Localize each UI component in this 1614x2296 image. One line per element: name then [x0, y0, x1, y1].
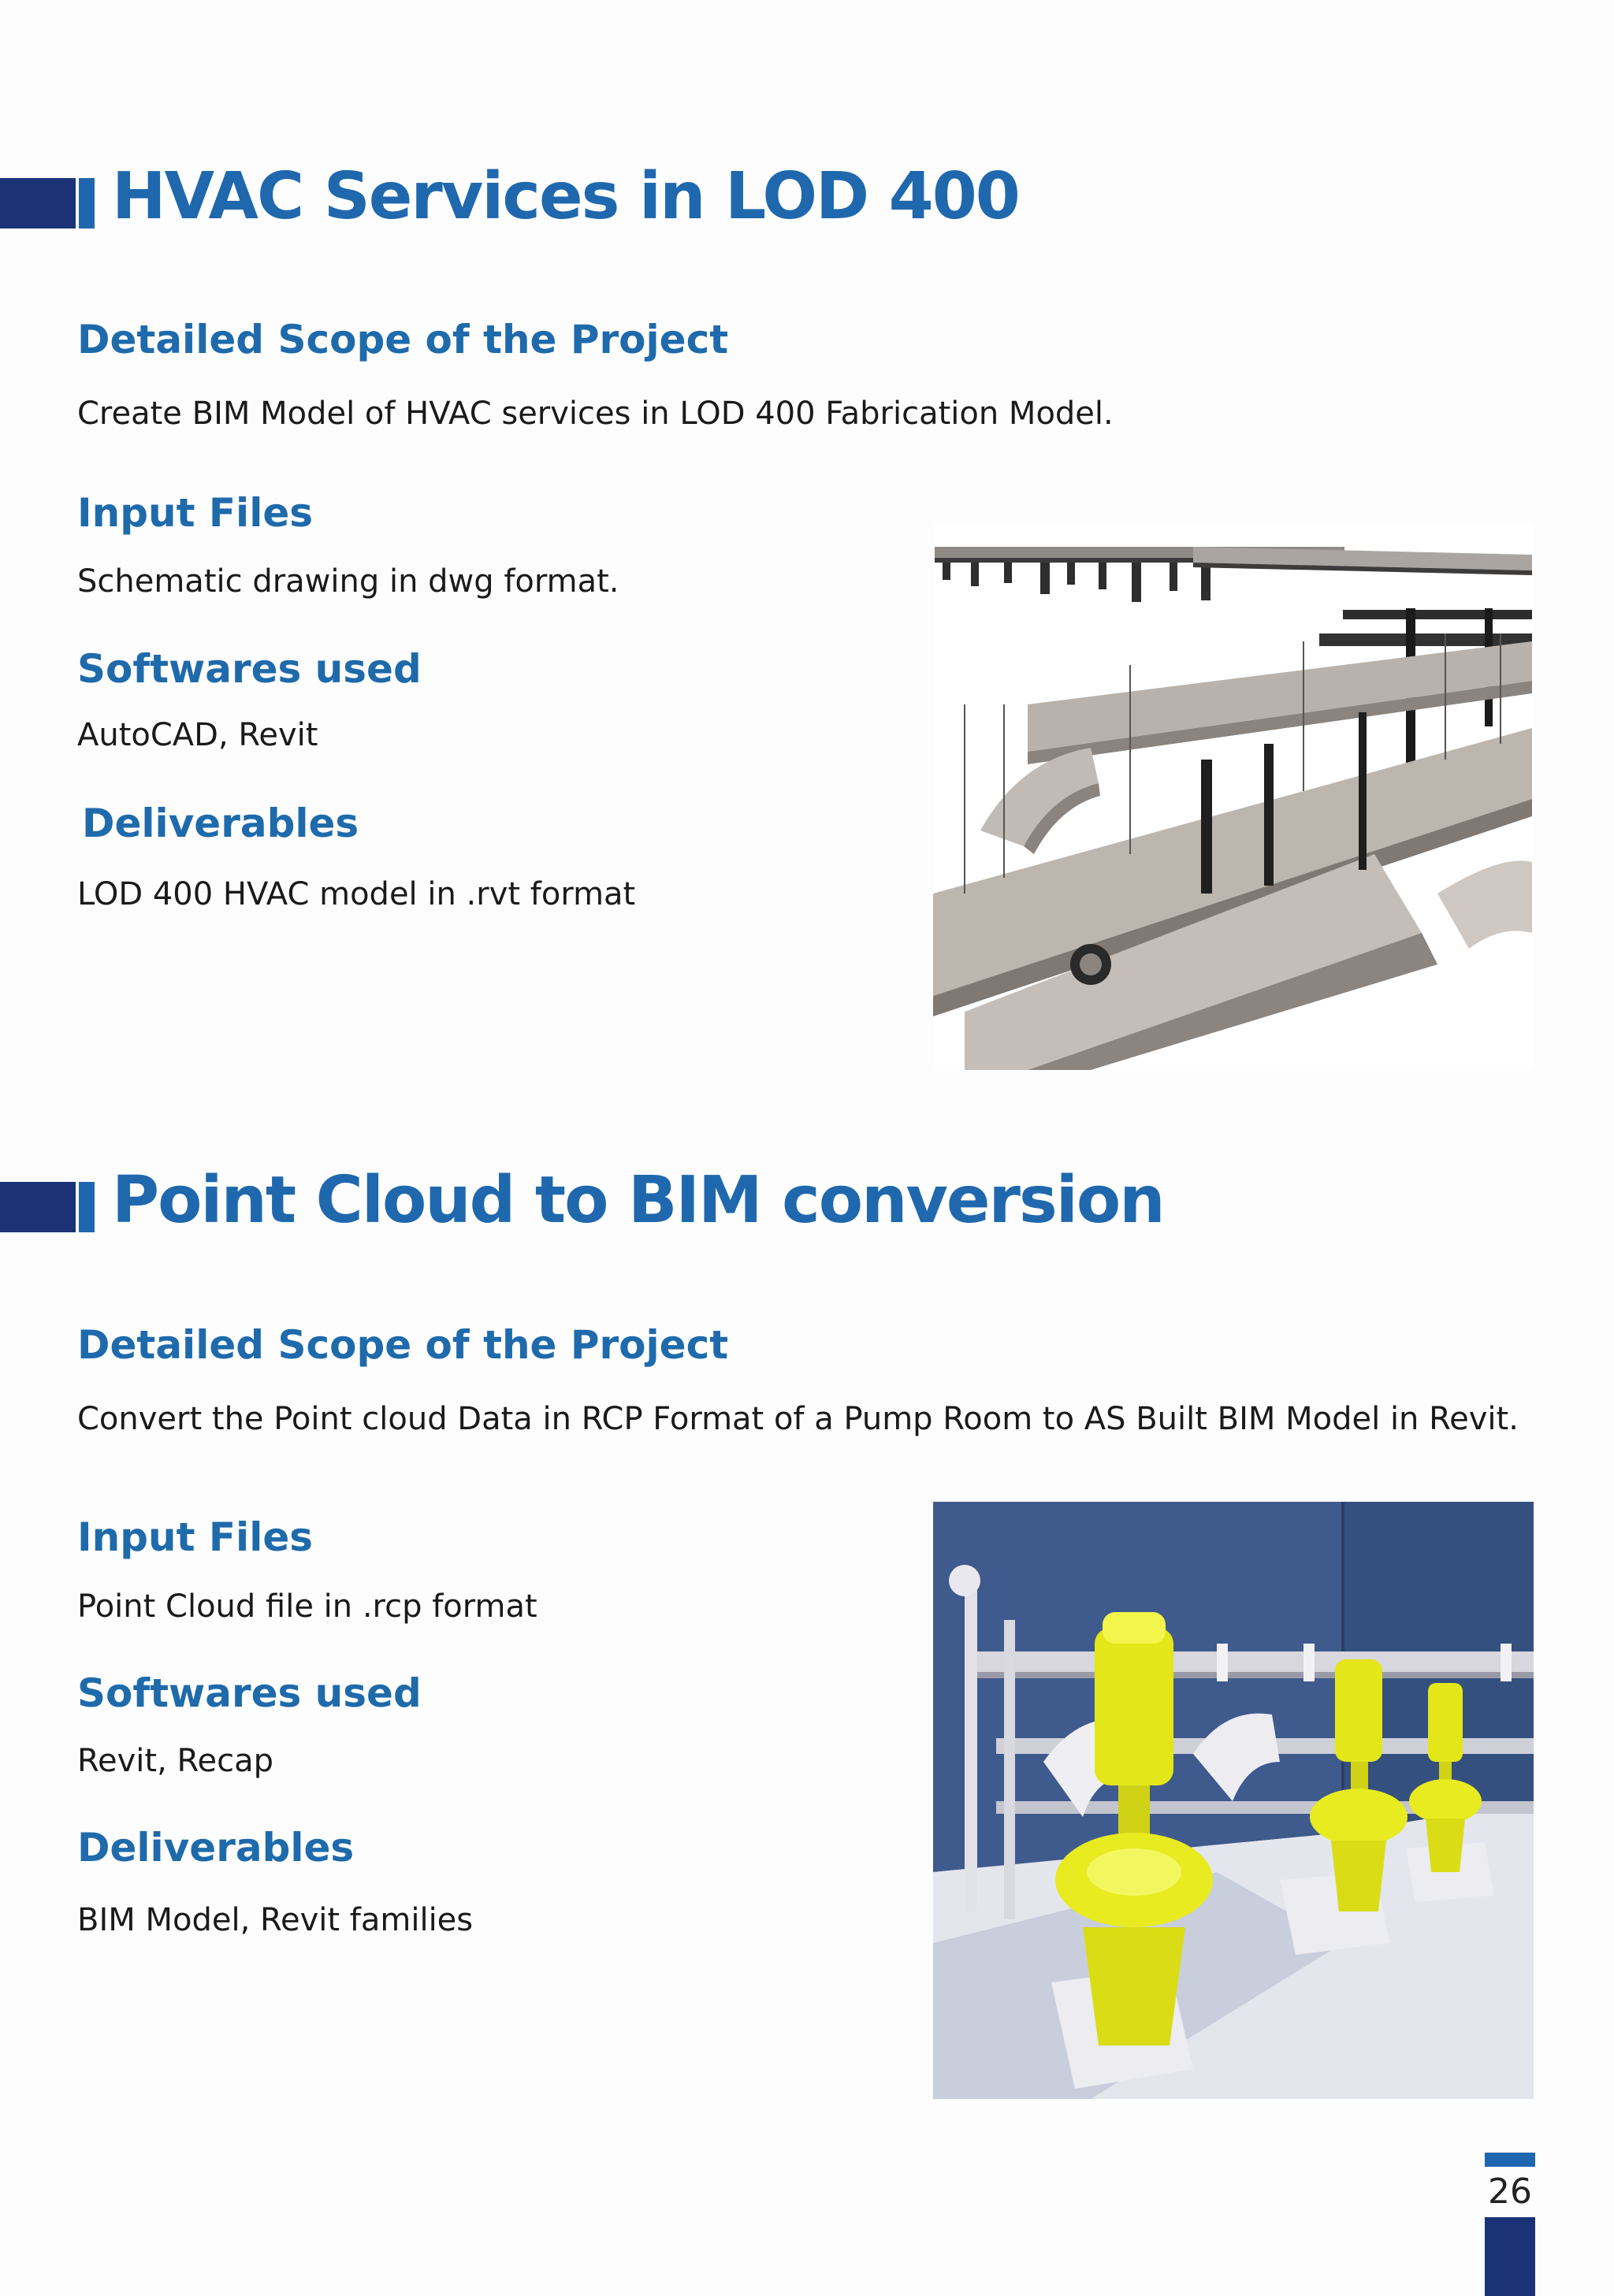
scope-heading: Detailed Scope of the Project	[77, 1322, 729, 1368]
marker-bar-blue	[79, 1182, 95, 1232]
softwares-heading: Softwares used	[77, 1670, 422, 1716]
deliverables-heading: Deliverables	[77, 1825, 355, 1871]
marker-bar-blue	[79, 178, 95, 228]
scope-text: Create BIM Model of HVAC services in LOD…	[77, 396, 1114, 432]
page-number-block: 26	[1485, 2153, 1535, 2296]
deliverables-text: LOD 400 HVAC model in .rvt format	[77, 876, 636, 912]
input-files-heading: Input Files	[77, 490, 313, 536]
page-number: 26	[1488, 2172, 1532, 2212]
section-title-hvac: HVAC Services in LOD 400	[112, 159, 1021, 234]
scope-heading: Detailed Scope of the Project	[77, 317, 729, 362]
input-files-text: Point Cloud file in .rcp format	[77, 1588, 537, 1625]
softwares-heading: Softwares used	[77, 646, 422, 692]
deliverables-heading: Deliverables	[82, 801, 359, 846]
marker-bar-navy	[0, 1182, 76, 1232]
input-files-text: Schematic drawing in dwg format.	[77, 563, 619, 600]
softwares-text: Revit, Recap	[77, 1743, 274, 1779]
section-title-point-cloud: Point Cloud to BIM conversion	[112, 1163, 1166, 1238]
softwares-text: AutoCAD, Revit	[77, 717, 318, 753]
deliverables-text: BIM Model, Revit families	[77, 1902, 474, 1938]
input-files-heading: Input Files	[77, 1514, 313, 1560]
marker-bar-navy	[0, 178, 76, 228]
pump-room-render	[933, 1502, 1534, 2099]
page-number-bar-bottom	[1485, 2217, 1535, 2296]
scope-text: Convert the Point cloud Data in RCP Form…	[77, 1401, 1519, 1437]
hvac-ductwork-render	[933, 523, 1534, 1070]
page-number-bar-top	[1485, 2153, 1535, 2167]
